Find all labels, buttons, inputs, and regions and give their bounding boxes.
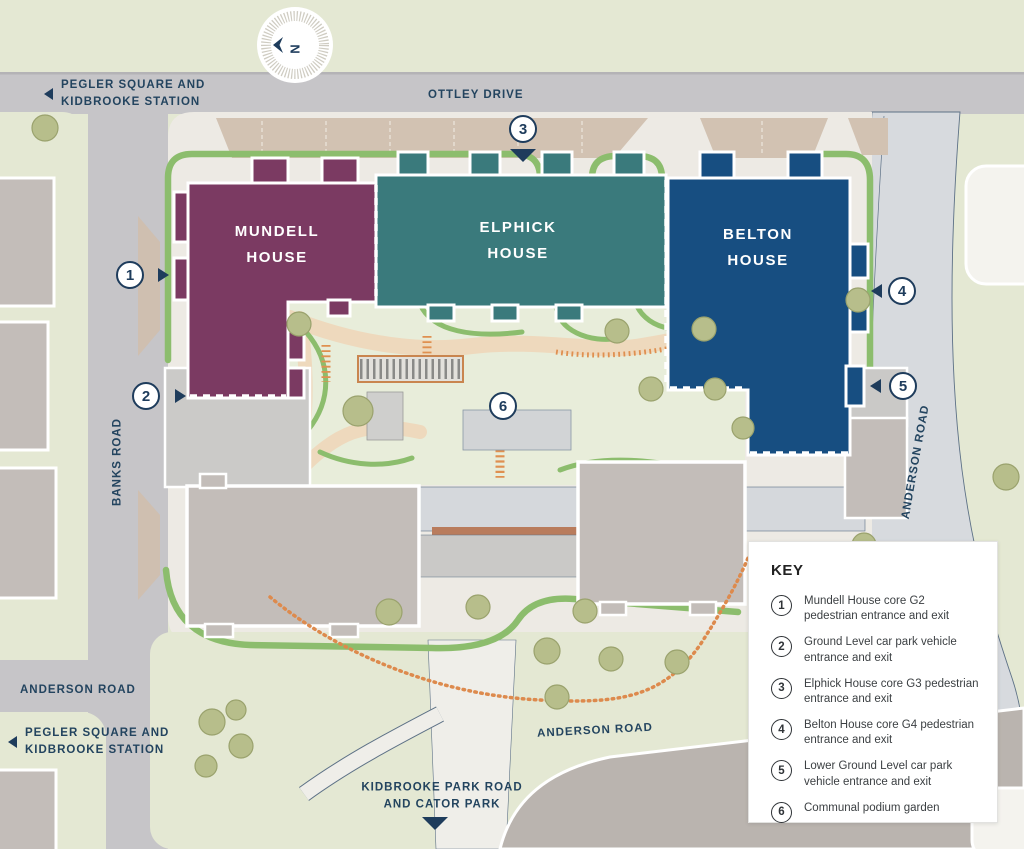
key-item: 2 Ground Level car park vehicle entrance… xyxy=(771,635,979,665)
north-arrow-icon xyxy=(273,37,283,53)
building-label-belton: BELTON HOUSE xyxy=(723,225,793,269)
map-marker-2: 2 xyxy=(132,382,160,410)
map-marker-6: 6 xyxy=(489,392,517,420)
map-key: KEY 1 Mundell House core G2 pedestrian e… xyxy=(748,541,998,823)
map-marker-3: 3 xyxy=(509,115,537,143)
phase-boundaries xyxy=(190,180,848,455)
arrow-right-icon xyxy=(158,268,169,282)
key-item: 3 Elphick House core G3 pedestrian entra… xyxy=(771,677,979,707)
road-label-ottley-drive: OTTLEY DRIVE xyxy=(428,89,524,101)
key-item: 4 Belton House core G4 pedestrian entran… xyxy=(771,718,979,748)
arrow-left-icon xyxy=(870,379,881,393)
key-marker-2: 2 xyxy=(771,636,792,658)
key-item: 6 Communal podium garden xyxy=(771,801,979,823)
building-elphick xyxy=(374,150,668,323)
key-marker-6: 6 xyxy=(771,801,792,823)
compass-icon: N xyxy=(257,7,333,83)
compass-north-label: N xyxy=(288,44,303,53)
road-label-anderson-left: ANDERSON ROAD xyxy=(20,684,136,696)
arrow-right-icon xyxy=(175,389,186,403)
arrow-left-icon xyxy=(871,284,882,298)
map-marker-1: 1 xyxy=(116,261,144,289)
arrow-down-icon xyxy=(422,817,448,830)
key-item: 1 Mundell House core G2 pedestrian entra… xyxy=(771,594,979,624)
building-label-elphick: ELPHICK HOUSE xyxy=(479,218,557,262)
key-marker-3: 3 xyxy=(771,677,792,699)
key-marker-5: 5 xyxy=(771,760,792,782)
map-marker-5: 5 xyxy=(889,372,917,400)
arrow-left-icon xyxy=(8,735,17,748)
park-trail xyxy=(268,556,750,703)
building-label-mundell: MUNDELL HOUSE xyxy=(234,222,320,266)
parking-strips xyxy=(138,118,888,600)
key-item: 5 Lower Ground Level car park vehicle en… xyxy=(771,759,979,789)
key-title: KEY xyxy=(771,562,804,579)
key-marker-1: 1 xyxy=(771,595,792,616)
road-label-banks-road: BANKS ROAD xyxy=(111,418,124,506)
map-marker-4: 4 xyxy=(888,277,916,305)
arrow-left-icon xyxy=(44,87,53,100)
arrow-down-icon xyxy=(510,149,536,162)
key-marker-4: 4 xyxy=(771,719,792,741)
